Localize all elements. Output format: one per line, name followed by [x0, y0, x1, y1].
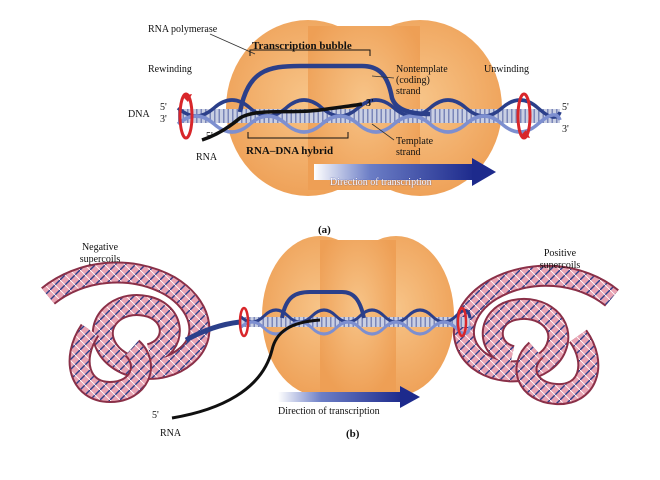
rna-dna-hybrid-label: RNA–DNA hybrid [246, 145, 334, 157]
nontemplate-label-line3: strand [396, 86, 421, 97]
rna-3-prime-end: 3' [366, 98, 374, 109]
negative-supercoils-label-line2: supercoils [79, 254, 121, 265]
rna-strand-a [201, 102, 363, 142]
negative-supercoils-label-line1: Negative [81, 242, 119, 253]
bubble-bracket [249, 49, 371, 56]
direction-arrow-b [278, 386, 420, 408]
nontemplate-label-line1: Nontemplate [396, 64, 448, 75]
direction-label-b: Direction of transcription [278, 406, 380, 417]
negative-supercoils [41, 261, 241, 404]
hybrid-bracket [247, 132, 349, 139]
template-leader [371, 123, 395, 141]
unwinding-label: Unwinding [484, 64, 529, 75]
direction-label-a: Direction of transcription [330, 177, 432, 188]
nontemplate-strand [237, 63, 431, 117]
panel-a [176, 20, 562, 196]
twist-marker-right-b [456, 306, 468, 338]
nontemplate-strand-b [280, 290, 366, 319]
nontemplate-label-line2: (coding) [396, 75, 430, 86]
caption-a: (a) [318, 224, 331, 236]
positive-supercoils-label-line2: supercoils [539, 260, 581, 271]
direction-arrow-a [314, 158, 496, 186]
dna-label: DNA [128, 109, 150, 120]
rna-label-a: RNA [196, 152, 218, 163]
template-label-line2: strand [396, 147, 421, 158]
positive-supercoils-label-line1: Positive [543, 248, 577, 259]
rewinding-label: Rewinding [148, 64, 192, 75]
template-label-line1: Template [396, 136, 434, 147]
unwinding-twist-marker [516, 92, 532, 140]
dna-3-prime-left: 3' [160, 114, 167, 125]
caption-b: (b) [346, 428, 360, 440]
panel-b [41, 236, 619, 420]
dna-5-prime-left: 5' [160, 102, 167, 113]
rna-polymerase-leader [209, 33, 256, 55]
twist-marker-left-b [238, 306, 250, 338]
rna-strand-b [171, 318, 321, 420]
rewinding-twist-marker [178, 92, 194, 140]
rna-5-prime-a: 5' [206, 131, 213, 142]
positive-supercoils [439, 264, 619, 405]
transcription-bubble-label: Transcription bubble [252, 40, 352, 52]
rna-polymerase-label: RNA polymerase [148, 24, 218, 35]
rna-label-b: RNA [160, 428, 182, 439]
dna-3-prime-right: 3' [562, 124, 569, 135]
rna-5-prime-b: 5' [152, 410, 159, 421]
nontemplate-leader [371, 75, 395, 79]
dna-5-prime-right: 5' [562, 102, 569, 113]
